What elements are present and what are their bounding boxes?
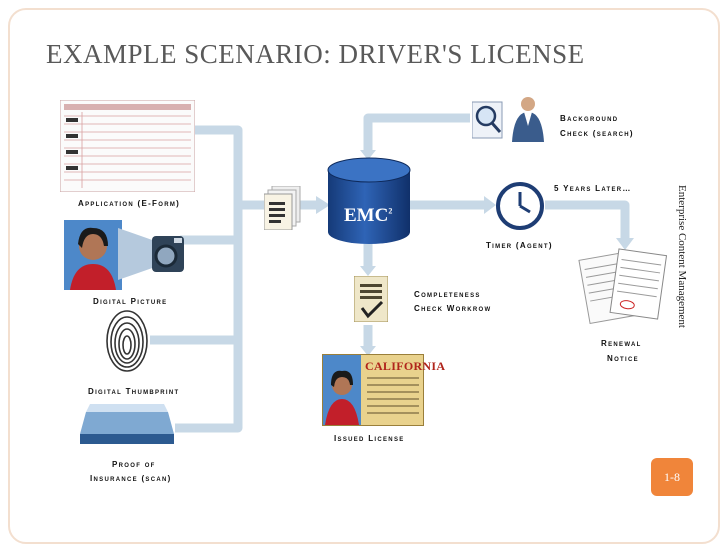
workflow-arrow [360, 266, 376, 276]
bus-pipe [175, 125, 243, 433]
renewal-label-line2: Notice [607, 354, 639, 363]
proof-label-line2: Insurance (scan) [90, 474, 172, 483]
search-arrow [360, 150, 376, 160]
side-title: Enterprise Content Management [670, 185, 688, 350]
renewal-label-line1: Renewal [601, 339, 642, 348]
scanner-icon [80, 404, 174, 444]
slide-title: EXAMPLE SCENARIO: DRIVER'S LICENSE [46, 39, 585, 69]
document-stack-icon [264, 186, 301, 230]
background-label-line1: Background [560, 114, 619, 123]
search-pipe [363, 113, 470, 150]
emc-repository-icon [327, 157, 411, 244]
timer-arrow [484, 196, 496, 214]
license-card: CALIFORNIA [322, 354, 445, 426]
renewal-notice-image [578, 248, 668, 324]
workflow-checklist-icon [354, 276, 388, 322]
license-details [367, 377, 419, 417]
years-later-label: 5 Years Later… [554, 184, 632, 193]
portrait-photo [64, 220, 122, 290]
background-label-line2: Check (search) [560, 129, 634, 138]
issued-license-label: Issued License [334, 434, 405, 443]
clock-icon [496, 182, 544, 230]
emc-logo-text: EMC [344, 205, 389, 226]
timer-label: Timer (Agent) [486, 241, 553, 250]
application-label: Application (E-Form) [78, 199, 181, 208]
license-photo [323, 355, 361, 425]
application-form-image [60, 100, 195, 192]
input-arrow [316, 196, 330, 214]
proof-label-line1: Proof of [112, 460, 156, 469]
renewal-arrow [616, 238, 634, 250]
page-number-badge: 1-8 [651, 458, 693, 496]
digital-picture-label: Digital Picture [93, 297, 168, 306]
emc-logo-superscript: 2 [388, 206, 393, 216]
completeness-label-line1: Completeness [414, 290, 481, 299]
digital-thumbprint-label: Digital Thumbprint [88, 387, 180, 396]
slide-frame [8, 8, 720, 544]
emc-logo: EMC2 [344, 205, 392, 227]
camera-icon [118, 228, 184, 280]
background-check-icon [472, 97, 544, 142]
license-state: CALIFORNIA [365, 359, 446, 373]
issue-arrow [360, 346, 376, 356]
side-title-text: Enterprise Content Management [676, 185, 688, 328]
completeness-label-line2: Check Workrow [414, 304, 492, 313]
renewal-pipe [545, 200, 630, 240]
thumbprint-icon [106, 310, 148, 372]
